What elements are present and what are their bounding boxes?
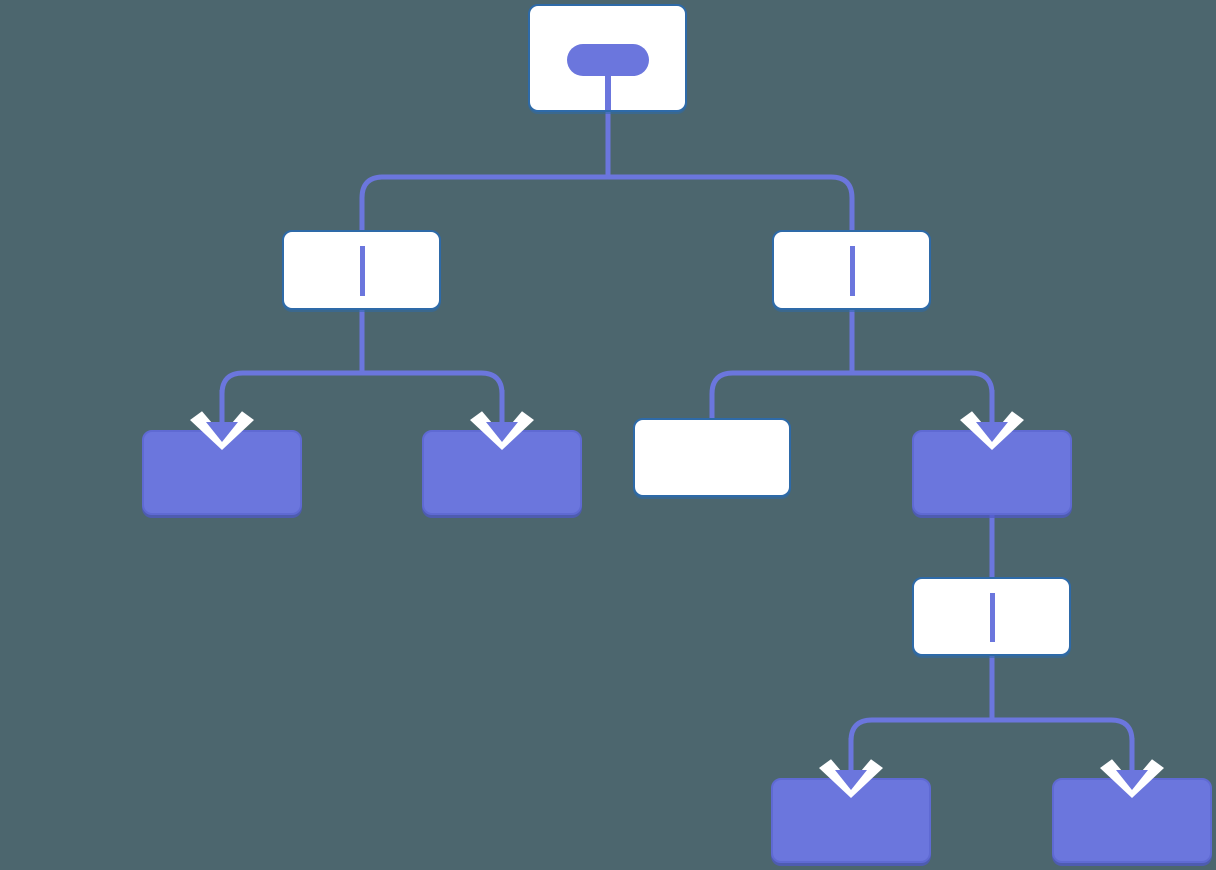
edge-e4 [359, 310, 505, 440]
connector-passthrough-line [359, 246, 365, 296]
node-n7[interactable] [912, 430, 1072, 515]
node-n1[interactable] [528, 4, 687, 112]
connector-passthrough-line [849, 246, 855, 296]
node-n5[interactable] [422, 430, 582, 515]
edge-e6 [849, 310, 995, 440]
edge-e3 [219, 310, 365, 440]
node-n10[interactable] [1052, 778, 1212, 863]
connector-passthrough-line [989, 593, 995, 642]
node-n8[interactable] [912, 577, 1071, 656]
node-n2[interactable] [282, 230, 441, 310]
node-n3[interactable] [772, 230, 931, 310]
node-n6[interactable] [633, 418, 791, 497]
node-n9[interactable] [771, 778, 931, 863]
edge-e9 [989, 656, 1135, 788]
edge-e8 [848, 656, 995, 788]
edge-e5 [709, 310, 855, 418]
node-n4[interactable] [142, 430, 302, 515]
pill-stem-icon [604, 74, 611, 110]
pill-marker-icon [566, 44, 649, 76]
